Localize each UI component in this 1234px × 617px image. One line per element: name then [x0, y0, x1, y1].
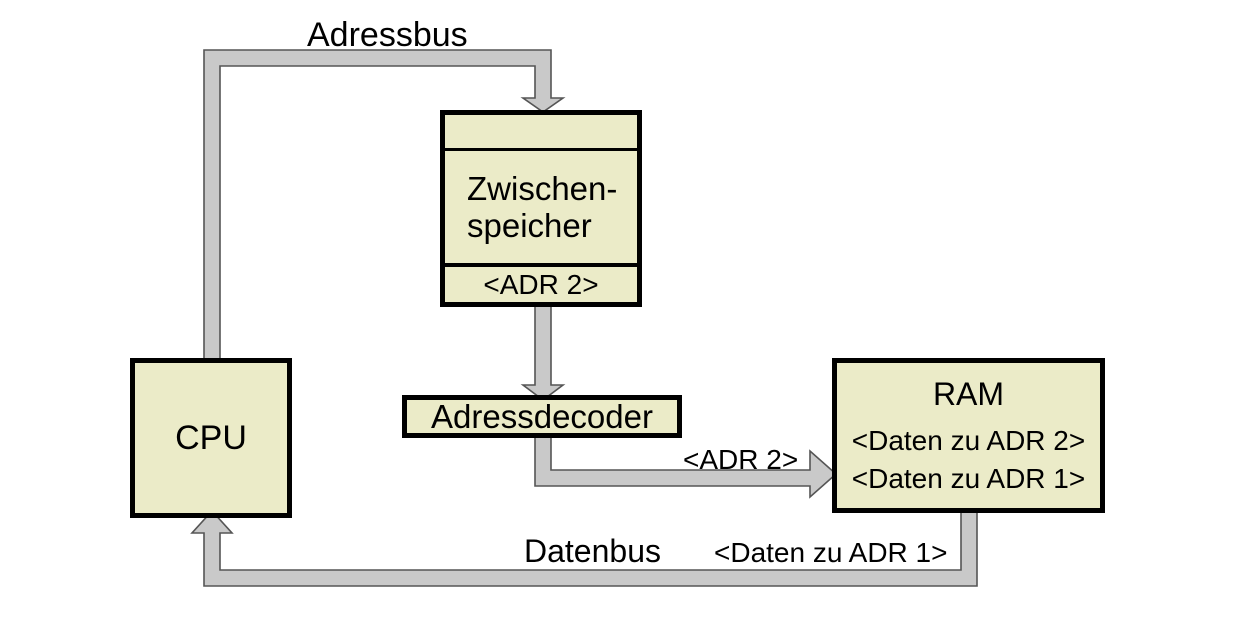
decoder-to-ram-arrow — [534, 435, 838, 499]
buffer-title: Zwischen- speicher — [445, 151, 637, 267]
ram-label: RAM — [932, 376, 1005, 412]
ram-entry-adr1: <Daten zu ADR 1> — [851, 463, 1086, 494]
buffer-title-line1: Zwischen- — [467, 170, 618, 207]
buffer-node: Zwischen- speicher <ADR 2> — [440, 110, 642, 307]
cpu-node: CPU — [130, 358, 292, 518]
buffer-title-line2: speicher — [467, 207, 592, 244]
adr2-bus-label: <ADR 2> — [683, 444, 799, 475]
buffer-address-slot: <ADR 2> — [483, 268, 599, 300]
address-decoder-label: Adressdecoder — [431, 397, 653, 435]
data-bus-arrow — [190, 509, 978, 587]
address-bus-arrow — [203, 49, 566, 363]
ram-node: RAM <Daten zu ADR 2> <Daten zu ADR 1> — [832, 358, 1105, 513]
buffer-to-decoder-arrow — [520, 302, 566, 401]
ram-entry-adr2: <Daten zu ADR 2> — [851, 425, 1086, 456]
buffer-empty-slot — [445, 115, 637, 151]
data-bus-label: Datenbus — [524, 533, 661, 569]
ram-entries: <Daten zu ADR 2> <Daten zu ADR 1> — [837, 422, 1100, 498]
cpu-label: CPU — [175, 418, 247, 457]
address-bus-label: Adressbus — [307, 16, 468, 54]
daten-zu-adr1-bus-label: <Daten zu ADR 1> — [714, 537, 948, 568]
address-decoder-node: Adressdecoder — [402, 395, 682, 438]
